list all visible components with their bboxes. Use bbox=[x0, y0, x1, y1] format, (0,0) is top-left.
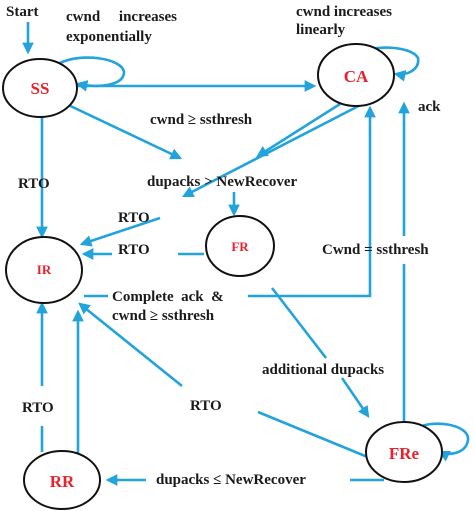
label-rto-rr: RTO bbox=[22, 400, 54, 416]
state-fre-outline bbox=[365, 421, 443, 483]
state-ir-label: IR bbox=[37, 262, 52, 277]
edge-fre-to-ir-mid bbox=[78, 302, 183, 388]
edge-fr-to-fre-tail bbox=[340, 377, 370, 418]
state-ss-outline bbox=[2, 58, 78, 118]
label-cwnd-ssthresh: Cwnd = ssthresh bbox=[322, 242, 429, 258]
label-ack: ack bbox=[418, 99, 441, 115]
state-ca-label: CA bbox=[344, 67, 369, 86]
state-fr[interactable]: FR bbox=[205, 215, 275, 277]
edge-fre-to-ir bbox=[257, 410, 371, 460]
label-ss-to-ca: cwnd ≥ ssthresh bbox=[150, 112, 253, 128]
label-additional-dupacks: additional dupacks bbox=[262, 362, 384, 378]
label-start: Start bbox=[6, 4, 39, 20]
state-fre-label: FRe bbox=[389, 444, 420, 463]
label-rto-ca: RTO bbox=[118, 210, 150, 226]
edge-ca-to-ir bbox=[181, 96, 375, 198]
state-rr-label: RR bbox=[50, 472, 75, 491]
state-fr-outline bbox=[205, 215, 275, 277]
state-ir[interactable]: IR bbox=[5, 236, 83, 304]
label-dupacks-newrecover: dupacks > NewRecover bbox=[147, 174, 298, 190]
edge-ca-to-dupacks bbox=[256, 102, 341, 158]
edge-ca-to-ir-tail bbox=[79, 216, 161, 247]
label-ca-loop-1: cwnd increases bbox=[296, 4, 392, 20]
edge-ss-to-dupacks bbox=[61, 100, 183, 160]
edge-labels: Start cwnd increases exponentially cwnd … bbox=[6, 4, 441, 488]
state-rr[interactable]: RR bbox=[23, 450, 101, 510]
edge-fre-self-loop bbox=[413, 422, 470, 462]
edges bbox=[22, 22, 470, 486]
state-fre[interactable]: FRe bbox=[365, 421, 443, 483]
state-ca[interactable]: CA bbox=[317, 43, 395, 107]
state-ss-label: SS bbox=[31, 79, 50, 98]
label-complete-ack-1: Complete ack & bbox=[112, 289, 224, 305]
edge-fr-to-fre bbox=[270, 287, 328, 359]
label-ca-loop-2: linearly bbox=[296, 22, 346, 38]
label-rto-fr: RTO bbox=[118, 242, 150, 258]
label-ss-loop-1: cwnd increases bbox=[66, 9, 177, 25]
state-rr-outline bbox=[23, 450, 101, 510]
state-ss[interactable]: SS bbox=[2, 58, 78, 118]
state-ir-outline bbox=[5, 236, 83, 304]
state-ca-outline bbox=[317, 43, 395, 107]
edge-ir-to-ca-mid bbox=[248, 105, 376, 298]
label-dupacks-le: dupacks ≤ NewRecover bbox=[156, 472, 306, 488]
label-complete-ack-2: cwnd ≥ ssthresh bbox=[112, 308, 215, 324]
label-rto-fre: RTO bbox=[190, 398, 222, 414]
label-rto-ss: RTO bbox=[18, 176, 50, 192]
label-ss-loop-2: exponentially bbox=[66, 29, 152, 45]
state-fr-label: FR bbox=[231, 239, 249, 254]
